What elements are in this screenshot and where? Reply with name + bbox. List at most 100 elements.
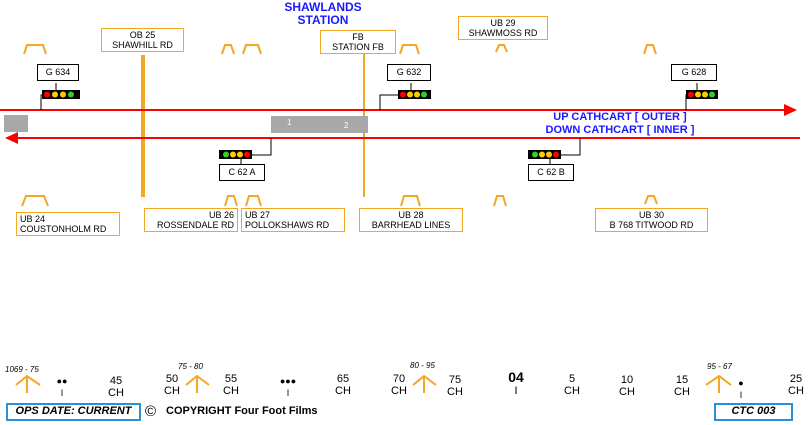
chainage-unit: CH [447,386,463,398]
chainage-unit: CH [108,387,124,399]
signal-label-g628[interactable]: G 628 [671,64,717,81]
station-name-line2: STATION [297,13,349,27]
speed-label-80-95: 80 - 95 [410,361,435,370]
chainage-value: 70 [392,373,406,385]
ops-date-badge: OPS DATE: CURRENT [6,403,141,421]
up-line-label: UP CATHCART [ OUTER ] [553,111,687,123]
dots: ●● [56,376,68,386]
chainage-unit: CH [564,385,580,397]
track-section-2: 2 [344,121,349,130]
structure-name: COUSTONHOLM RD [20,224,107,234]
structure-fb[interactable]: FB STATION FB [320,30,396,54]
structure-id: UB 27 [245,210,271,220]
chainage-value: 65 [336,373,350,385]
mile-25: 25 CH [784,373,808,397]
structure-id: UB 29 [490,18,516,28]
speed-markers [15,374,732,393]
mile-55: 55 CH [219,373,243,397]
chainage-unit: CH [223,385,239,397]
speed-label-75-80: 75 - 80 [178,362,203,371]
mile-value: 04 [508,369,524,385]
chainage-unit: CH [788,385,804,397]
dots: ●●● [279,376,297,386]
structure-name: BARRHEAD LINES [371,220,451,230]
structure-ub28[interactable]: UB 28 BARRHEAD LINES [359,208,463,232]
structure-name: POLLOKSHAWS RD [245,220,330,230]
up-direction-arrow [784,104,797,116]
chainage-value: 25 [789,373,803,385]
mile-70: 70 CH [387,373,411,397]
mile-dot-3: ● I [733,377,749,401]
sheet-badge: CTC 003 [714,403,793,421]
structure-name: SHAWMOSS RD [468,28,538,38]
chainage-value: 15 [675,374,689,386]
dot: ● [738,378,744,388]
tick: I [60,388,64,398]
structure-name: B 768 TITWOOD RD [609,220,694,230]
chainage-unit: CH [619,386,635,398]
copyright-text: COPYRIGHT Four Foot Films [166,405,318,417]
structure-id: UB 30 [638,210,664,220]
mile-65: 65 CH [331,373,355,397]
structure-name: SHAWHILL RD [112,40,173,50]
chainage-value: 10 [620,374,634,386]
track-section-1: 1 [287,118,292,127]
chainage-value: 5 [568,373,576,385]
signal-head-g634 [42,90,80,99]
speed-label-95-67: 95 - 67 [707,362,732,371]
down-direction-arrow [5,132,18,144]
mile-45: 45 CH [104,375,128,399]
speed-label-1069-75: 1069 - 75 [5,365,39,374]
structure-ub26[interactable]: UB 26 ROSSENDALE RD [144,208,238,232]
signal-label-c62b[interactable]: C 62 B [528,164,574,181]
chainage-unit: CH [391,385,407,397]
structure-name: ROSSENDALE RD [156,220,234,230]
track-section[interactable]: 1 2 [271,116,368,133]
chainage-unit: CH [335,385,351,397]
chainage-unit: CH [164,385,180,397]
structure-id: FB [352,32,364,42]
structure-id: UB 28 [398,210,424,220]
tick: I [739,390,743,400]
structure-ub30[interactable]: UB 30 B 768 TITWOOD RD [595,208,708,232]
chainage-value: 50 [165,373,179,385]
chainage-value: 45 [109,375,123,387]
mile-75: 75 CH [443,374,467,398]
signal-label-c62a[interactable]: C 62 A [219,164,265,181]
tick: I [514,385,518,397]
platform-box-left [4,115,28,132]
structure-id: UB 26 [208,210,234,220]
chainage-unit: CH [674,386,690,398]
mile-15: 15 CH [670,374,694,398]
mile-5: 5 CH [560,373,584,397]
tick: I [286,388,290,398]
mile-50: 50 CH [160,373,184,397]
signal-label-g634[interactable]: G 634 [37,64,79,81]
mile-10: 10 CH [615,374,639,398]
signal-label-g632[interactable]: G 632 [387,64,431,81]
structure-ub27[interactable]: UB 27 POLLOKSHAWS RD [241,208,345,232]
structure-name: STATION FB [332,42,384,52]
signal-head-g632 [398,90,431,99]
mile-04: 04 I [502,369,530,398]
copyright-symbol: © [145,403,157,420]
structure-id: UB 24 [20,214,46,224]
line-labels: UP CATHCART [ OUTER ] DOWN CATHCART [ IN… [524,111,716,137]
structure-ob25[interactable]: OB 25 SHAWHILL RD [101,28,184,52]
mile-dots-1: ●● I [52,375,72,399]
down-line-label: DOWN CATHCART [ INNER ] [545,124,695,136]
mile-dots-2: ●●● I [276,375,300,399]
signal-head-c62a [219,150,252,159]
station-name-line1: SHAWLANDS [284,0,362,14]
signal-head-g628 [686,90,718,99]
structure-ub29[interactable]: UB 29 SHAWMOSS RD [458,16,548,40]
bridge-symbols-bottom [21,195,658,207]
station-name: SHAWLANDS STATION [275,1,371,27]
chainage-value: 55 [224,373,238,385]
bridge-symbols-top [23,44,657,55]
structure-id: OB 25 [129,30,156,40]
chainage-value: 75 [448,374,462,386]
signal-head-c62b [528,150,561,159]
structure-ub24[interactable]: UB 24 COUSTONHOLM RD [16,212,120,236]
